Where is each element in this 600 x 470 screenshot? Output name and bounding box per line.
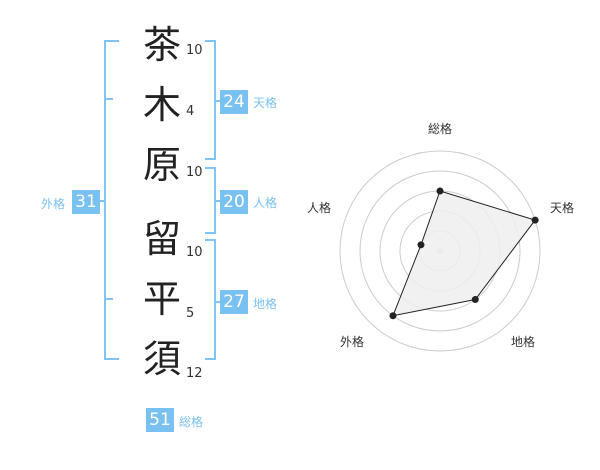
name-char-4: 留 (142, 217, 181, 261)
stroke-count-5: 5 (186, 306, 195, 321)
radar-grid-ring (339, 150, 541, 352)
name-char-1: 茶 (142, 23, 181, 67)
soukaku-value-badge: 51 (146, 408, 174, 432)
radar-point-5 (417, 241, 425, 249)
jinkaku-bracket (205, 167, 220, 234)
radar-series-area (392, 190, 536, 317)
tenkaku-value-badge: 24 (220, 90, 248, 114)
radar-grid-ring (359, 170, 521, 332)
radar-point-2 (531, 216, 539, 224)
chikaku-value-badge: 27 (220, 290, 248, 314)
radar-label-chikaku: 地格 (511, 335, 536, 349)
soukaku-label: 総格 (179, 415, 204, 429)
gaikaku-value-badge: 31 (72, 190, 100, 214)
jinkaku-label: 人格 (253, 196, 278, 210)
radar-point-1 (436, 187, 444, 195)
radar-label-soukaku: 総格 (428, 122, 453, 136)
gaikaku-label: 外格 (41, 197, 66, 211)
stroke-count-2: 4 (186, 104, 195, 119)
tenkaku-bracket (205, 40, 220, 160)
chikaku-label: 地格 (253, 297, 278, 311)
radar-point-4 (389, 312, 397, 320)
stroke-count-4: 10 (186, 245, 203, 260)
name-char-3: 原 (142, 143, 181, 187)
stroke-count-1: 10 (186, 43, 203, 58)
name-char-2: 木 (142, 83, 181, 127)
tenkaku-label: 天格 (253, 96, 278, 110)
radar-point-3 (471, 296, 479, 304)
stroke-count-3: 10 (186, 165, 203, 180)
radar-label-gaikaku: 外格 (340, 335, 365, 349)
jinkaku-value-badge: 20 (220, 190, 248, 214)
chikaku-bracket (205, 239, 220, 360)
stroke-count-6: 12 (186, 366, 203, 381)
name-char-6: 須 (142, 337, 181, 381)
gaikaku-bracket (100, 40, 119, 360)
name-char-5: 平 (142, 277, 181, 321)
radar-label-tenkaku: 天格 (550, 201, 575, 215)
radar-label-jinkaku: 人格 (307, 201, 332, 215)
